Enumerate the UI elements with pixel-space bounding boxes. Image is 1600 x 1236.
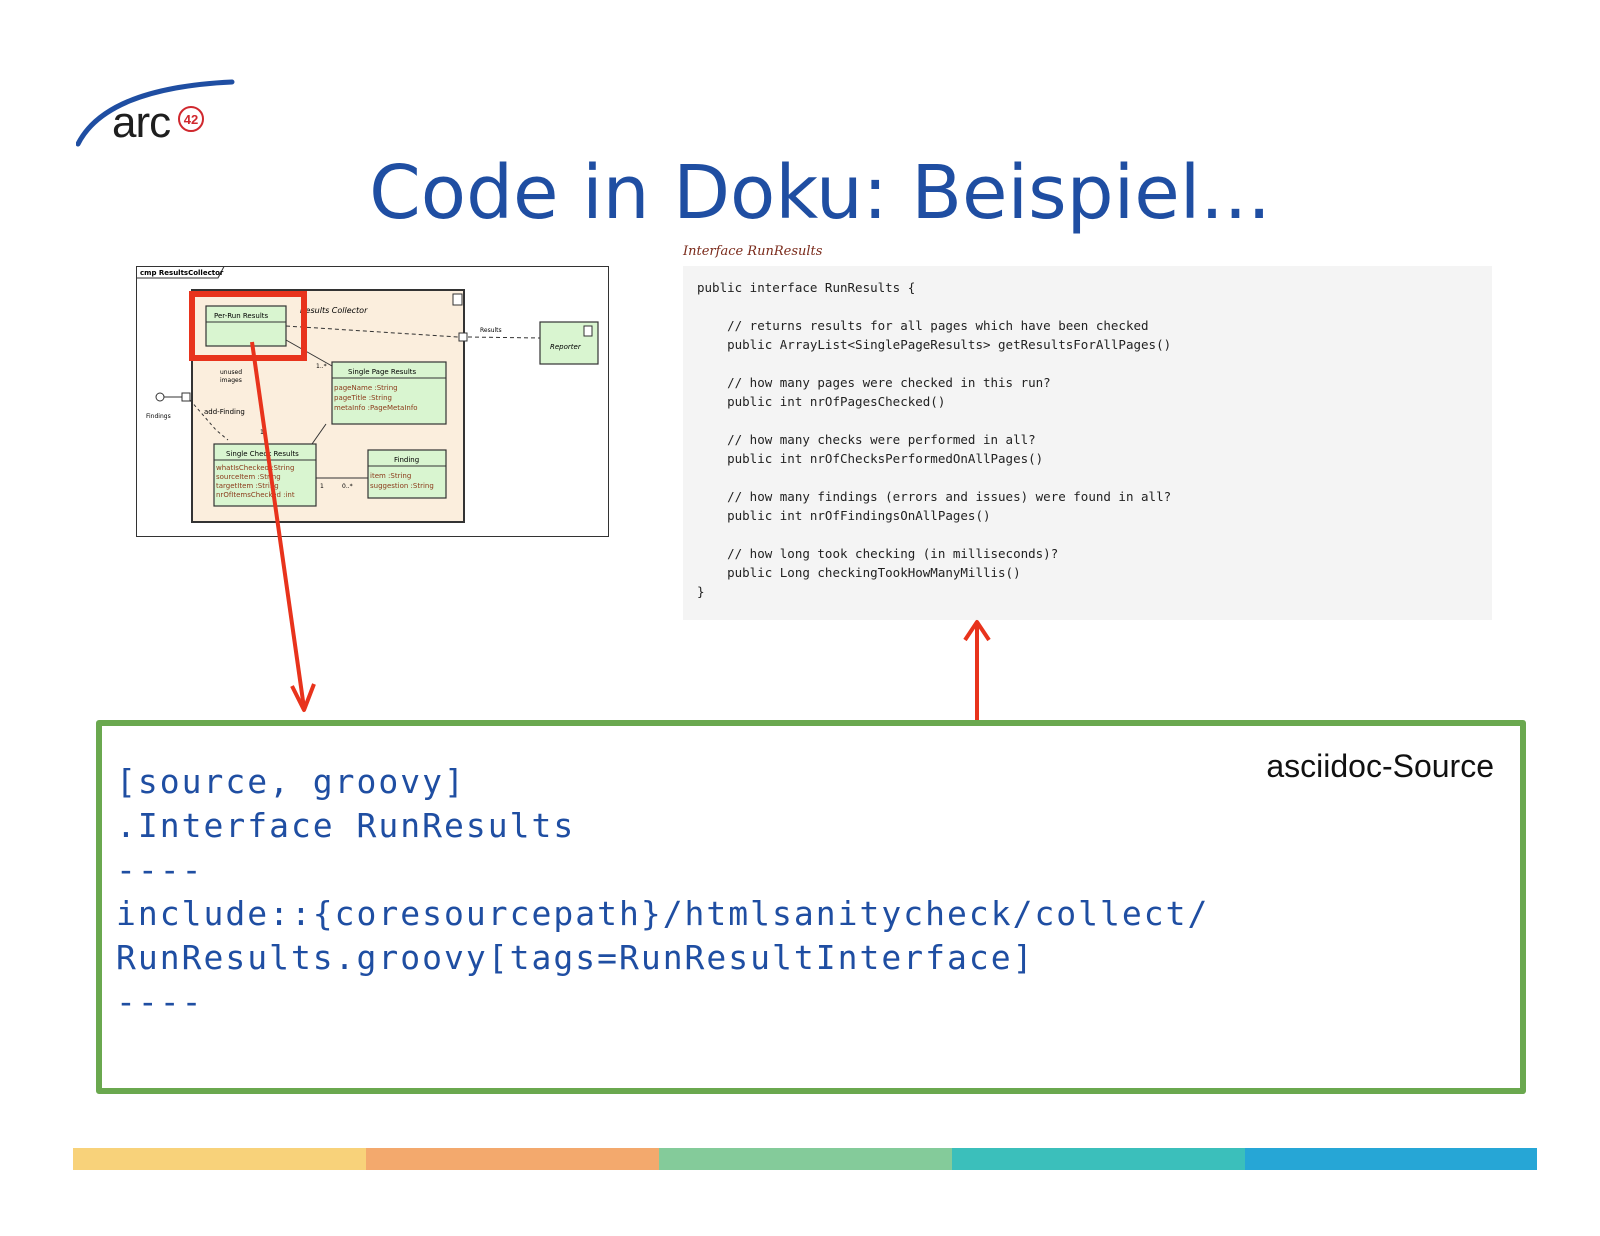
- code-text: public interface RunResults { // returns…: [697, 280, 1172, 599]
- add-finding-label: add-Finding: [204, 408, 245, 416]
- arrow-up: [963, 620, 991, 722]
- code-caption: Interface RunResults: [683, 244, 823, 259]
- single-page-attr: metaInfo :PageMetaInfo: [334, 404, 418, 412]
- per-run-results-class: [205, 305, 287, 347]
- source-code: [source, groovy] .Interface RunResults -…: [116, 762, 1210, 1021]
- results-port: [458, 332, 468, 342]
- logo-badge: 42: [178, 106, 204, 132]
- highlight-box: [189, 291, 307, 361]
- code-block: public interface RunResults { // returns…: [683, 266, 1492, 620]
- uml-component-diagram: cmp ResultsCollector Results Collector P…: [136, 266, 609, 537]
- findings-interface: [155, 392, 165, 402]
- finding-attr: suggestion :String: [370, 482, 434, 490]
- results-label: Results: [480, 327, 502, 334]
- single-check-attr: whatIsChecked :String: [216, 464, 294, 472]
- page-title: Code in Doku: Beispiel...: [369, 150, 1271, 236]
- single-page-results-class: [331, 361, 447, 425]
- logo-text: arc: [112, 98, 171, 147]
- diagram-frame-label: cmp ResultsCollector: [140, 269, 224, 277]
- single-page-attr: pageTitle :String: [334, 394, 392, 402]
- finding-class: [367, 449, 447, 499]
- unused-images-label: unused: [220, 369, 242, 376]
- finding-label: Finding: [394, 456, 419, 464]
- multiplicity-label: 1: [260, 429, 264, 436]
- single-page-results-label: Single Page Results: [348, 368, 417, 376]
- single-check-attr: nrOfItemsChecked :int: [216, 491, 295, 499]
- footer-bar-segment: [73, 1148, 366, 1170]
- single-check-attr: targetItem :String: [216, 482, 279, 490]
- footer-bar-segment: [1245, 1148, 1537, 1170]
- source-box-label: asciidoc-Source: [1266, 748, 1494, 784]
- arrow-down: [250, 341, 316, 712]
- reporter-label: Reporter: [550, 343, 582, 351]
- collector-label: Results Collector: [300, 306, 368, 315]
- findings-label: Findings: [146, 413, 171, 420]
- component-icon: [452, 293, 463, 306]
- single-check-results-class: [213, 443, 317, 507]
- multiplicity-label: 0..*: [342, 483, 353, 490]
- footer-bar-segment: [952, 1148, 1245, 1170]
- single-check-results-label: Single Check Results: [226, 450, 299, 458]
- single-page-attr: pageName :String: [334, 384, 398, 392]
- multiplicity-label: 1: [320, 483, 324, 490]
- footer-bar-segment: [659, 1148, 952, 1170]
- asciidoc-source-box: asciidoc-Source [source, groovy] .Interf…: [96, 720, 1526, 1094]
- footer-bar-segment: [366, 1148, 659, 1170]
- finding-attr: item :String: [370, 472, 411, 480]
- single-check-attr: sourceItem :String: [216, 473, 281, 481]
- multiplicity-label: 1..*: [316, 363, 327, 370]
- arc42-logo-swoosh: [76, 79, 235, 147]
- per-run-results-label: Per-Run Results: [214, 312, 269, 320]
- unused-images-label: images: [220, 377, 242, 384]
